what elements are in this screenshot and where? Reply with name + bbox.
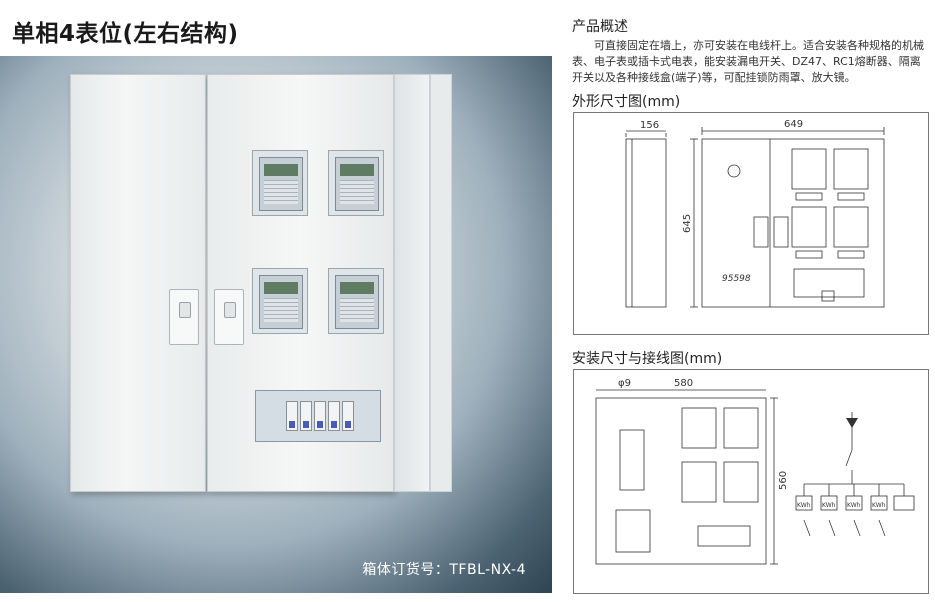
meter-window	[252, 268, 308, 334]
outline-drawing: 156 649 645 95598	[573, 112, 929, 335]
cabinet-left-door	[70, 74, 206, 492]
cabinet-back	[430, 74, 452, 492]
breaker-window	[255, 390, 381, 442]
meter-label: KWh	[822, 502, 836, 509]
door-handle	[214, 289, 244, 345]
install-heading: 安装尺寸与接线图(mm)	[572, 351, 723, 367]
dim-height: 645	[682, 214, 693, 233]
dim-width: 580	[674, 378, 693, 389]
dim-hole: φ9	[618, 378, 631, 389]
overview-heading: 产品概述	[572, 19, 628, 35]
meter-window	[328, 150, 384, 216]
meter-window	[252, 150, 308, 216]
cabinet-side	[394, 74, 430, 492]
dim-width: 649	[784, 119, 803, 130]
order-number-caption: 箱体订货号：TFBL-NX-4	[362, 562, 526, 578]
install-drawing: φ9 580 560 KWh KWh KWh KWh	[573, 369, 929, 594]
meter-label: KWh	[847, 502, 861, 509]
dim-height: 560	[778, 471, 789, 490]
install-drawing-svg: φ9 580 560 KWh KWh KWh KWh	[595, 378, 915, 565]
overview-text: 可直接固定在墙上，亦可安装在电线杆上。适合安装各种规格的机械表、电子表或插卡式电…	[572, 39, 924, 84]
logo-95598: 95598	[722, 274, 751, 284]
product-photo: 箱体订货号：TFBL-NX-4	[0, 56, 552, 593]
meter-label: KWh	[872, 502, 886, 509]
page-title: 单相4表位(左右结构)	[12, 21, 239, 47]
outline-heading: 外形尺寸图(mm)	[572, 94, 681, 110]
outline-drawing-svg: 156 649 645 95598	[625, 119, 885, 308]
meter-window	[328, 268, 384, 334]
meter-label: KWh	[797, 502, 811, 509]
door-handle	[169, 289, 199, 345]
dim-depth: 156	[640, 120, 659, 131]
